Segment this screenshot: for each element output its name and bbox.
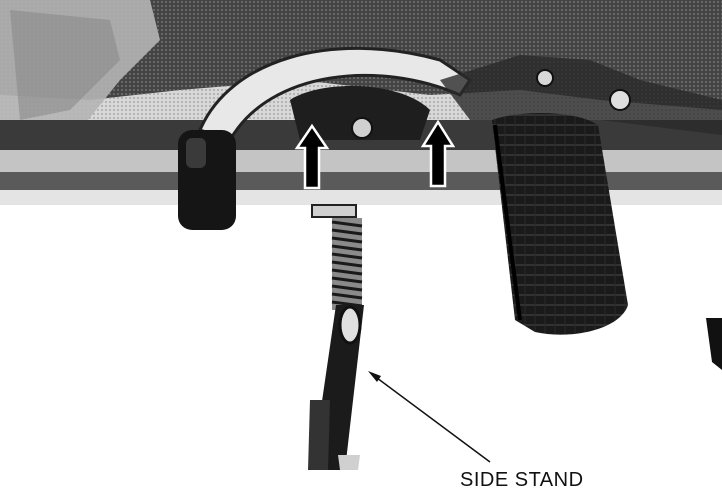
side-stand bbox=[308, 204, 364, 470]
up-arrow-icon bbox=[294, 123, 330, 190]
up-arrow-icon bbox=[420, 119, 456, 188]
engine-underside-photo bbox=[0, 0, 722, 230]
side-stand-spring bbox=[331, 218, 363, 310]
indicator-arrows bbox=[294, 119, 456, 190]
side-stand-label: SIDE STAND bbox=[460, 469, 584, 491]
footpeg bbox=[492, 113, 628, 335]
callout-leader-line bbox=[368, 371, 491, 463]
edge-part bbox=[706, 318, 722, 370]
